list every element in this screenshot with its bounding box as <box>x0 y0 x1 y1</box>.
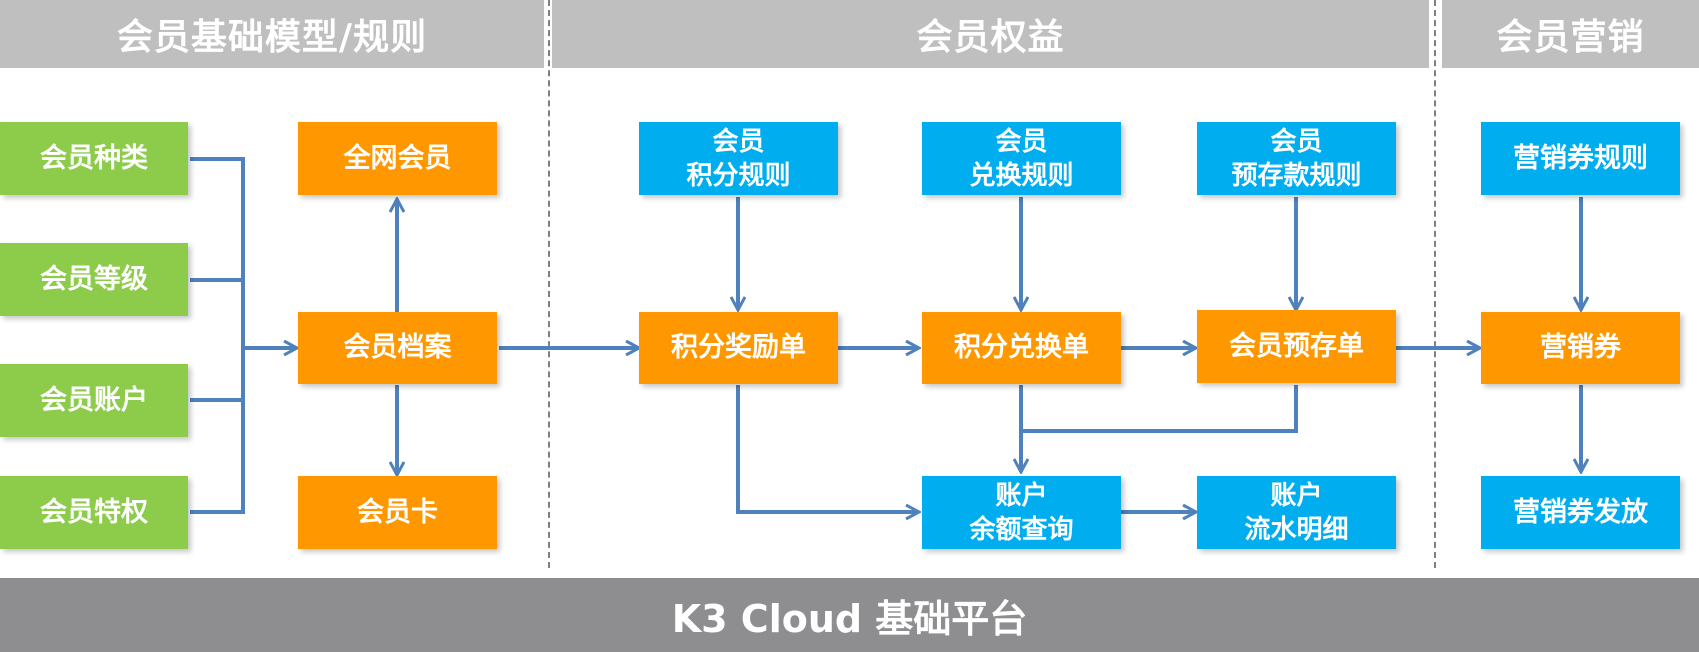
node-member-level: 会员等级 <box>0 243 188 316</box>
section-divider-right <box>1434 0 1436 568</box>
node-member-prestore-order: 会员预存单 <box>1197 310 1396 383</box>
node-points-reward-order: 积分奖励单 <box>639 312 838 384</box>
node-coupon: 营销券 <box>1481 312 1680 384</box>
bracket-type <box>190 157 245 514</box>
header-member-benefits: 会员权益 <box>552 0 1429 68</box>
node-member-privilege: 会员特权 <box>0 476 188 549</box>
node-points-exchange-order: 积分兑换单 <box>922 312 1121 384</box>
node-member-profile: 会员档案 <box>298 312 497 384</box>
node-exchange-rule: 会员 兑换规则 <box>922 122 1121 195</box>
header-basic-model: 会员基础模型/规则 <box>0 0 544 68</box>
node-points-rule: 会员 积分规则 <box>639 122 838 195</box>
arrow-reward-to-balance <box>736 385 918 512</box>
node-prestore-rule: 会员 预存款规则 <box>1197 122 1396 195</box>
line-prestore-to-balance <box>1021 385 1298 433</box>
node-member-account: 会员账户 <box>0 364 188 437</box>
section-divider-left <box>548 0 550 568</box>
node-balance-query: 账户 余额查询 <box>922 476 1121 549</box>
node-coupon-issue: 营销券发放 <box>1481 476 1680 549</box>
node-coupon-rule: 营销券规则 <box>1481 122 1680 195</box>
node-member-type: 会员种类 <box>0 122 188 195</box>
node-member-card: 会员卡 <box>298 476 497 549</box>
header-member-marketing: 会员营销 <box>1442 0 1699 68</box>
node-all-network-member: 全网会员 <box>298 122 497 195</box>
footer-platform: K3 Cloud 基础平台 <box>0 578 1699 652</box>
node-transaction-detail: 账户 流水明细 <box>1197 476 1396 549</box>
